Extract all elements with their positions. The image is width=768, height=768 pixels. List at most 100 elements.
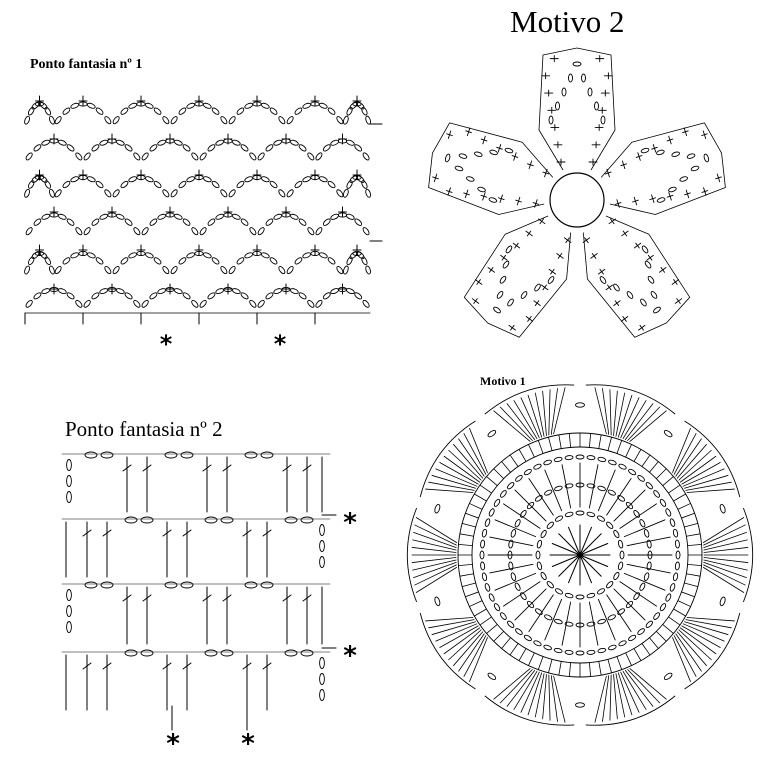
motif2-title: Motivo 2 — [510, 4, 625, 39]
chain-stitch — [62, 107, 71, 115]
chain-stitch — [318, 252, 328, 259]
chain-stitch — [362, 299, 370, 308]
chain-stitch — [561, 87, 567, 97]
chain-stitch — [596, 515, 606, 522]
double-crochet-stitch — [413, 531, 457, 548]
chain-stitch — [520, 509, 527, 518]
chain-stitch — [24, 188, 31, 198]
double-crochet-stitch — [302, 594, 312, 602]
double-crochet-stitch — [551, 554, 581, 567]
chain-stitch — [49, 265, 55, 275]
chain-stitch — [278, 265, 286, 275]
double-crochet-stitch — [673, 433, 697, 475]
double-crochet-stitch — [102, 529, 112, 537]
double-crochet-stitch — [503, 503, 541, 529]
chain-stitch — [244, 451, 258, 459]
double-crochet-stitch — [528, 478, 554, 516]
chain-stitch — [674, 561, 680, 571]
chain-stitch — [546, 581, 554, 589]
double-crochet-stitch — [682, 468, 725, 487]
double-crochet-stitch — [703, 531, 747, 548]
double-crochet-stitch — [686, 617, 735, 622]
double-crochet-stitch — [607, 658, 612, 674]
double-crochet-stitch — [463, 433, 487, 475]
double-crochet-stitch — [302, 464, 312, 472]
double-crochet-stitch — [282, 464, 292, 472]
chain-stitch — [144, 102, 154, 109]
chain-stitch — [564, 621, 574, 627]
chain-stitch — [265, 144, 274, 152]
single-crochet-stitch — [591, 253, 597, 259]
chain-stitch — [207, 144, 216, 152]
double-crochet-stitch — [579, 543, 609, 556]
chain-stitch — [637, 474, 645, 482]
chain-stitch — [356, 251, 365, 260]
scallop-edge — [484, 384, 575, 415]
single-crochet-stitch — [526, 230, 532, 237]
chain-stitch — [575, 402, 585, 408]
double-crochet-stitch — [673, 608, 687, 617]
repeat-marker: * — [343, 641, 357, 671]
double-crochet-stitch — [624, 670, 654, 707]
chain-stitch — [278, 116, 286, 125]
chain-stitch — [162, 116, 170, 125]
chain-stitch — [534, 283, 541, 292]
double-crochet-stitch — [678, 629, 712, 661]
chain-stitch — [343, 265, 349, 275]
double-crochet-stitch — [461, 523, 477, 528]
single-crochet-stitch — [639, 324, 644, 331]
double-crochet-stitch — [479, 484, 492, 494]
double-crochet-stitch — [633, 648, 642, 662]
chain-stitch — [345, 139, 355, 146]
petal-outline — [463, 215, 572, 338]
chain-stitch — [62, 180, 71, 189]
chain-stitch — [228, 116, 236, 125]
double-crochet-stitch — [414, 564, 457, 586]
chain-stitch — [284, 516, 298, 524]
chain-stitch — [454, 165, 464, 172]
double-crochet-stitch — [626, 563, 671, 574]
chain-stitch — [66, 144, 75, 152]
single-crochet-stitch — [701, 190, 709, 193]
chain-stitch — [607, 614, 616, 621]
chain-stitch — [57, 139, 67, 146]
chain-stitch — [668, 186, 677, 193]
double-crochet-stitch — [548, 389, 551, 436]
single-crochet-stitch — [534, 300, 540, 307]
chain-stitch — [228, 265, 236, 275]
double-crochet-stitch — [544, 598, 563, 641]
chain-stitch — [25, 227, 33, 236]
chain-stitch — [597, 485, 606, 492]
double-crochet-stitch — [448, 629, 482, 661]
double-crochet-stitch — [616, 439, 623, 454]
double-crochet-stitch — [551, 543, 581, 556]
chain-stitch — [173, 139, 183, 146]
chain-stitch — [315, 299, 323, 308]
double-crochet-stitch — [703, 562, 747, 579]
chain-stitch — [298, 292, 307, 300]
chain-stitch — [318, 102, 328, 109]
chain-stitch — [663, 430, 673, 438]
double-crochet-stitch — [486, 476, 498, 486]
chain-stitch — [95, 257, 104, 265]
chain-stitch — [66, 605, 72, 617]
double-crochet-stitch — [428, 619, 475, 629]
chain-stitch — [33, 292, 42, 300]
chain-stitch — [641, 245, 649, 254]
single-crochet-stitch — [557, 253, 563, 259]
double-crochet-stitch — [142, 594, 152, 602]
chain-stitch — [543, 644, 552, 651]
chain-stitch — [617, 608, 626, 615]
chain-stitch — [504, 147, 514, 154]
chain-stitch — [66, 491, 72, 503]
chain-stitch — [322, 292, 331, 300]
single-crochet-stitch — [673, 279, 678, 285]
double-crochet-stitch — [685, 533, 701, 537]
chain-stitch — [656, 197, 666, 203]
single-crochet-stitch — [510, 324, 515, 331]
chain-stitch — [640, 147, 650, 154]
double-crochet-stitch — [681, 591, 696, 598]
double-crochet-stitch — [493, 468, 505, 480]
chain-stitch — [124, 516, 138, 524]
